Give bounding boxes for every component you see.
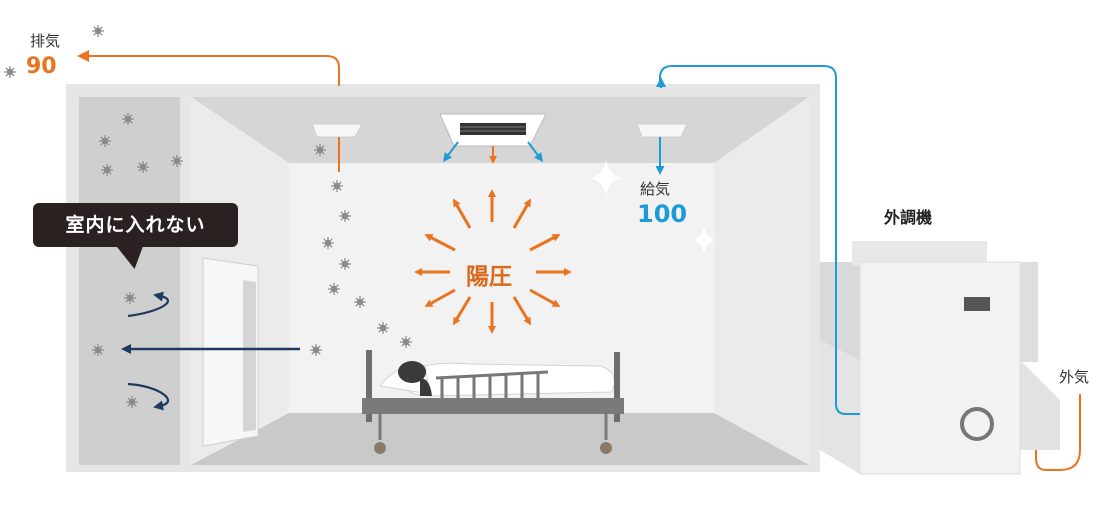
callout-bubble: 室内に入れない xyxy=(33,203,238,247)
positive-pressure-label: 陽圧 xyxy=(466,264,512,290)
patient-bed-icon xyxy=(362,350,624,454)
leak-swirl-lower xyxy=(127,382,169,411)
callout-text: 室内に入れない xyxy=(65,214,206,236)
supply-duct xyxy=(659,65,860,415)
exhaust-vent xyxy=(311,123,363,138)
outdoor-air-label: 外気 xyxy=(1059,368,1090,386)
sparkle-icon xyxy=(590,160,716,254)
supply-value: 100 xyxy=(637,200,688,228)
supply-vent xyxy=(636,123,688,138)
callout-tail xyxy=(115,245,149,269)
leak-swirl-upper xyxy=(127,291,169,318)
exhaust-value: 90 xyxy=(26,54,57,79)
corridor xyxy=(79,97,180,465)
positive-pressure-arrows xyxy=(414,189,572,334)
air-handling-unit-label: 外調機 xyxy=(884,208,933,227)
building-shell xyxy=(66,84,820,472)
ceiling-cassette-icon xyxy=(439,113,547,147)
exhaust-duct xyxy=(77,50,340,86)
exhaust-label: 排気 xyxy=(30,32,61,50)
room-door xyxy=(202,257,259,447)
supply-label: 給気 xyxy=(640,180,671,198)
outdoor-air-duct xyxy=(1035,394,1081,471)
air-handling-unit xyxy=(820,241,1060,475)
